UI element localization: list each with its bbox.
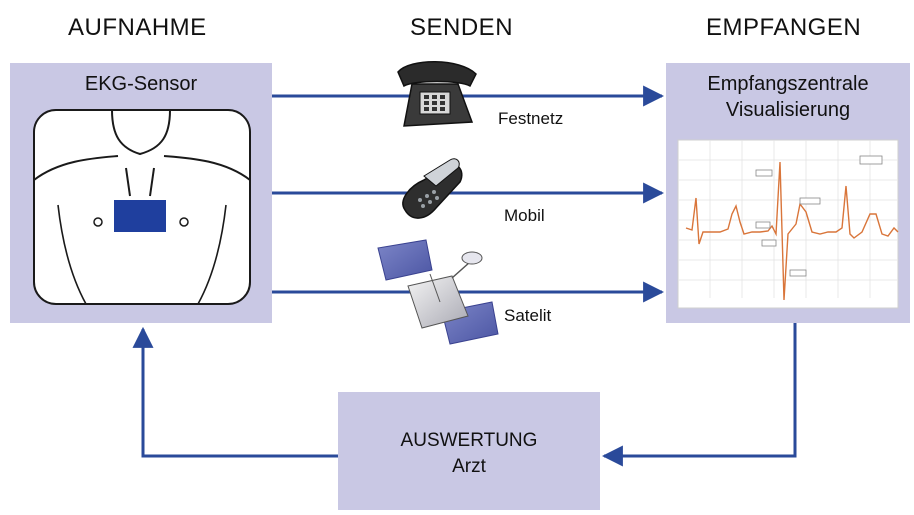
- ecg-display: [677, 139, 899, 309]
- ecg-sensor-patch: [114, 200, 166, 232]
- evaluation-box-line1: AUSWERTUNG: [400, 430, 538, 451]
- column-title-send: SENDEN: [410, 14, 514, 41]
- receiver-box-title-line1: Empfangszentrale: [707, 73, 869, 95]
- sensor-box-title: EKG-Sensor: [84, 73, 198, 95]
- satellite-icon: [377, 239, 499, 345]
- column-title-receive: EMPFANGEN: [706, 14, 862, 41]
- channel-label-landline: Festnetz: [498, 109, 564, 128]
- evaluation-box: AUSWERTUNG Arzt: [338, 392, 600, 510]
- arrow-to-evaluation: [601, 323, 797, 467]
- column-title-record: AUFNAHME: [68, 14, 207, 41]
- ecg-trace: [685, 161, 899, 301]
- receiver-box-title-line2: Visualisierung: [725, 99, 851, 121]
- channel-label-mobile: Mobil: [504, 206, 545, 225]
- telephone-icon: [397, 61, 477, 127]
- mobile-phone-icon: [402, 158, 463, 219]
- channel-label-satellite: Satelit: [504, 306, 552, 325]
- arrow-to-sensor: [132, 326, 338, 458]
- evaluation-box-line2: Arzt: [452, 456, 486, 477]
